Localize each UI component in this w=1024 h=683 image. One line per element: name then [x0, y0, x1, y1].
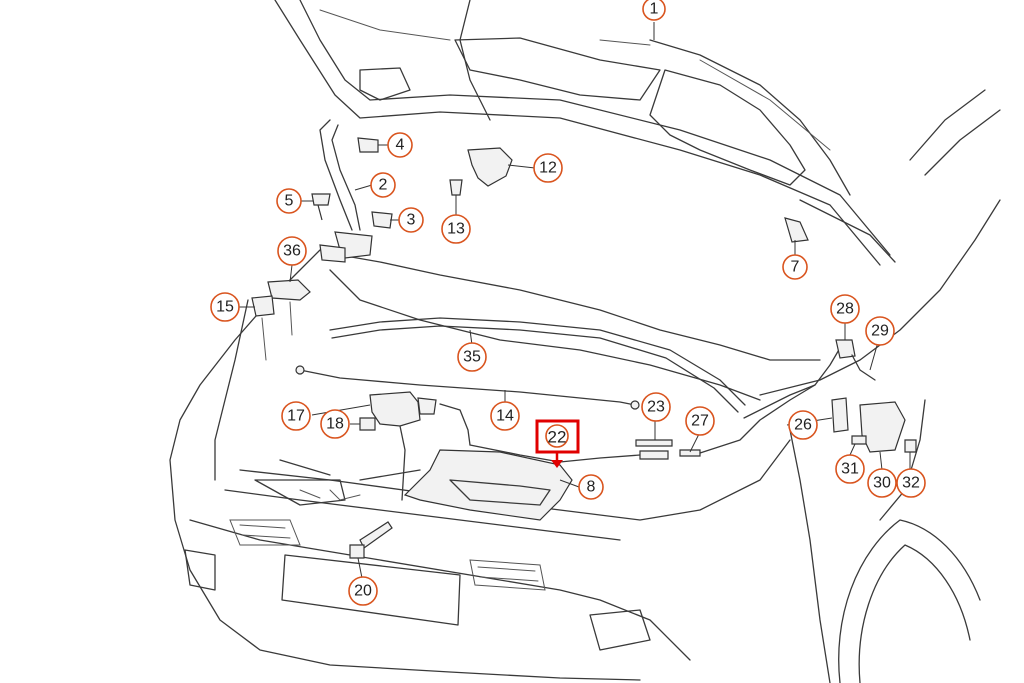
svg-text:14: 14 — [496, 408, 514, 425]
callout-18: 18 — [320, 409, 350, 439]
callout-31: 31 — [835, 454, 865, 484]
svg-text:3: 3 — [407, 212, 416, 229]
callout-3: 3 — [398, 207, 424, 233]
callout-20: 20 — [348, 576, 378, 606]
hood-outline — [274, 0, 896, 266]
callout-27: 27 — [685, 406, 715, 436]
callout-15: 15 — [210, 292, 240, 322]
svg-text:35: 35 — [463, 349, 481, 366]
svg-text:7: 7 — [791, 259, 800, 276]
svg-text:26: 26 — [794, 417, 812, 434]
svg-text:1: 1 — [650, 1, 659, 18]
sealing-strip-35 — [329, 317, 746, 413]
callout-30: 30 — [867, 468, 897, 498]
svg-text:23: 23 — [647, 399, 665, 416]
svg-text:8: 8 — [587, 479, 596, 496]
svg-text:17: 17 — [287, 408, 305, 425]
svg-text:4: 4 — [396, 137, 405, 154]
svg-text:18: 18 — [326, 416, 344, 433]
lock-carrier-8 — [403, 449, 573, 521]
svg-text:31: 31 — [841, 461, 859, 478]
callout-12: 12 — [533, 153, 563, 183]
svg-text:15: 15 — [216, 299, 234, 316]
callout-2: 2 — [370, 172, 396, 198]
svg-text:30: 30 — [873, 475, 891, 492]
svg-text:13: 13 — [447, 221, 465, 238]
callout-35: 35 — [457, 342, 487, 372]
svg-text:20: 20 — [354, 583, 372, 600]
callout-8: 8 — [578, 474, 604, 500]
callout-13: 13 — [441, 214, 471, 244]
svg-text:29: 29 — [871, 323, 889, 340]
svg-text:32: 32 — [902, 475, 920, 492]
callout-32: 32 — [896, 468, 926, 498]
callouts: 1 2 3 4 5 7 8 12 — [210, 0, 926, 606]
svg-text:5: 5 — [285, 193, 294, 210]
bolt-20 — [349, 521, 393, 559]
callout-4: 4 — [387, 132, 413, 158]
svg-text:22: 22 — [548, 428, 567, 447]
svg-text:28: 28 — [836, 301, 854, 318]
callout-23: 23 — [641, 392, 671, 422]
callout-26: 26 — [788, 410, 818, 440]
bowden-cable-22-27 — [469, 347, 841, 463]
svg-text:36: 36 — [283, 243, 301, 260]
svg-text:12: 12 — [539, 160, 557, 177]
release-cable-14 — [295, 365, 640, 410]
callout-17: 17 — [281, 401, 311, 431]
lock-assembly-17 — [359, 391, 471, 501]
callout-36: 36 — [277, 236, 307, 266]
callout-5: 5 — [276, 188, 302, 214]
hood-struts-and-brackets — [251, 119, 809, 361]
callout-1: 1 — [642, 0, 666, 21]
callout-14: 14 — [490, 401, 520, 431]
svg-text:27: 27 — [691, 413, 709, 430]
release-lever-26-32 — [831, 339, 917, 453]
callout-29: 29 — [865, 316, 895, 346]
callout-28: 28 — [830, 294, 860, 324]
body-outline — [169, 89, 1001, 683]
callout-22-highlighted: 22 — [535, 419, 580, 468]
callout-7: 7 — [782, 254, 808, 280]
svg-text:2: 2 — [379, 177, 388, 194]
leader-lines — [239, 22, 911, 579]
